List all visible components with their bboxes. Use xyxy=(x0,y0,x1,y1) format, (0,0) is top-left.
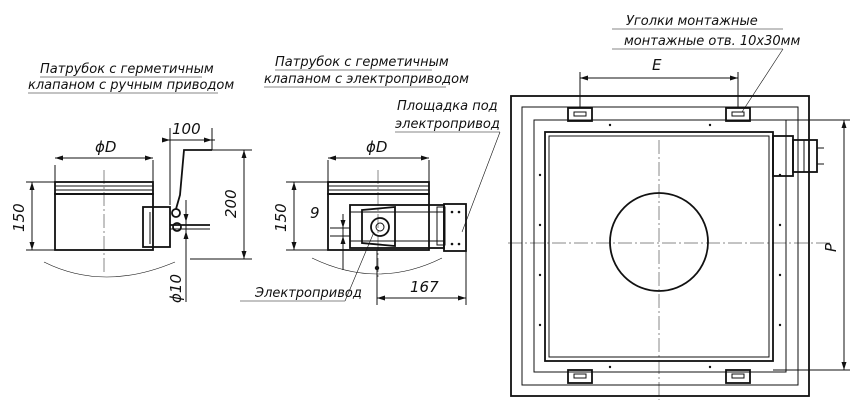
view2-duct-body xyxy=(327,193,430,251)
corners-label-line2: монтажные отв. 10х30мм xyxy=(624,34,800,49)
actuator-leader xyxy=(344,231,375,302)
plan-side-actuator xyxy=(792,139,818,173)
platform-label-line2: электропривод xyxy=(395,117,500,132)
view1-dim-10: ϕ10 xyxy=(167,274,185,303)
view2-dim-9: 9 xyxy=(310,204,320,222)
platform-leader xyxy=(461,131,501,233)
plan-view: Уголки монтажные монтажные отв. 10х30мм xyxy=(508,14,850,400)
plan-outer-frame xyxy=(510,95,810,397)
plan-bolt-holes xyxy=(538,123,782,369)
plan-dim-p: P xyxy=(822,242,840,252)
corner-bottom-left xyxy=(567,369,593,384)
plan-side-actuator-mount xyxy=(772,135,794,177)
view1-swing-arc xyxy=(43,261,176,278)
view2-title-line2: клапаном с электроприводом xyxy=(264,72,469,87)
corners-label-line1: Уголки монтажные xyxy=(626,14,758,29)
electric-valve-view: Патрубок с герметичным клапаном с электр… xyxy=(240,55,501,305)
view1-mechanism-box xyxy=(142,206,171,248)
corner-top-right xyxy=(725,107,751,122)
view1-pivot xyxy=(172,222,182,232)
view1-title-line2: клапаном с ручным приводом xyxy=(28,78,234,93)
plan-dim-e: E xyxy=(652,56,662,74)
view2-dim-150: 150 xyxy=(272,203,290,232)
actuator-label: Электропривод xyxy=(254,286,362,301)
view1-dim-d: ϕD xyxy=(95,138,116,156)
view1-dim-150: 150 xyxy=(10,203,28,232)
view2-actuator-shaft xyxy=(370,217,390,237)
platform-label-line1: Площадка под xyxy=(397,99,498,114)
view1-dim-100: 100 xyxy=(172,120,201,138)
view1-handle-lever xyxy=(175,149,212,210)
manual-valve-view: Патрубок с герметичным клапаном с ручным… xyxy=(10,62,252,303)
view2-collar xyxy=(327,181,430,195)
plan-frame-inner-edge xyxy=(521,106,799,386)
view2-title-line1: Патрубок с герметичным xyxy=(275,55,449,70)
view2-actuator-body xyxy=(361,206,396,247)
plan-flange xyxy=(533,119,787,373)
view1-knob xyxy=(171,208,181,218)
view2-clamp xyxy=(436,206,446,246)
view1-title-line1: Патрубок с герметичным xyxy=(40,62,214,77)
view2-dim-167: 167 xyxy=(410,278,439,296)
view2-platform xyxy=(443,203,467,252)
corners-leader xyxy=(741,48,784,113)
view1-dim-200: 200 xyxy=(222,189,240,218)
view2-dim-d: ϕD xyxy=(366,138,387,156)
corner-bottom-right xyxy=(725,369,751,384)
corner-top-left xyxy=(567,107,593,122)
